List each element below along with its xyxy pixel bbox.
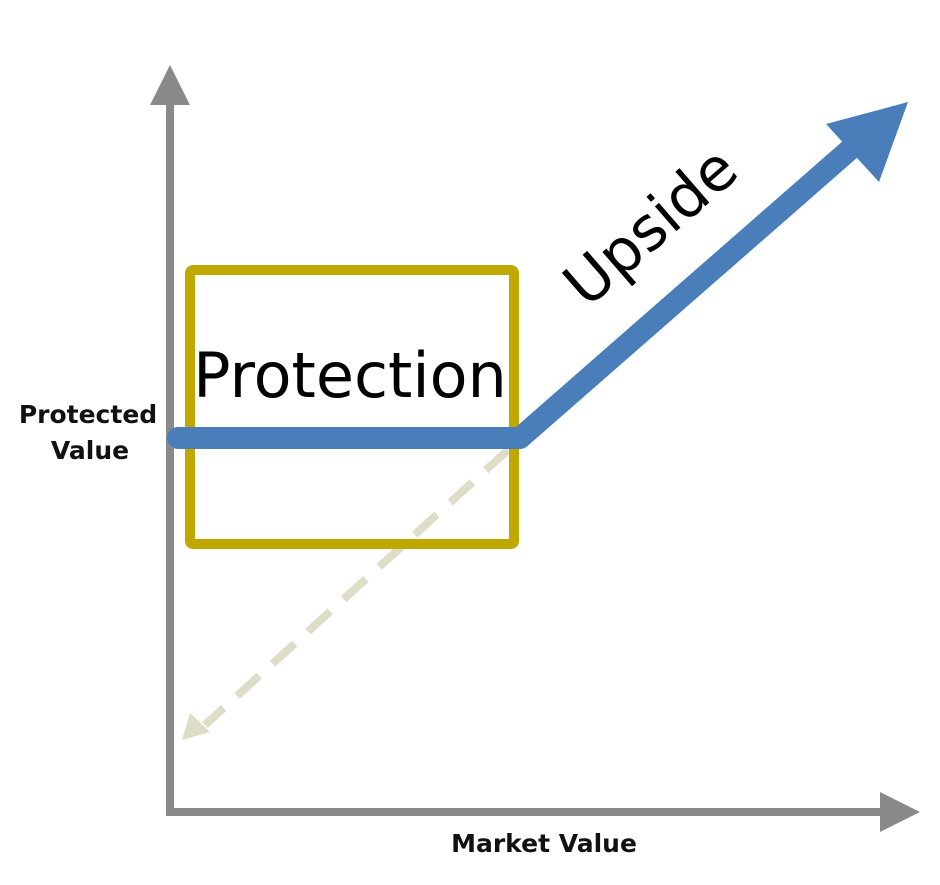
protection-box xyxy=(185,265,519,549)
x-axis-label: Market Value xyxy=(451,829,637,858)
y-axis-arrowhead xyxy=(150,65,190,105)
unprotected-dashed-line xyxy=(202,447,511,728)
upside-label: Upside xyxy=(551,133,752,320)
upside-payoff-line xyxy=(509,134,866,449)
upside-arrowhead xyxy=(826,102,908,182)
x-axis-arrowhead xyxy=(880,792,920,832)
dashed-line-arrowhead xyxy=(182,713,210,740)
protection-box-label: Protection xyxy=(193,339,507,412)
y-axis-label-line2: Value xyxy=(51,436,129,465)
y-axis-label-line1: Protected xyxy=(19,400,157,429)
